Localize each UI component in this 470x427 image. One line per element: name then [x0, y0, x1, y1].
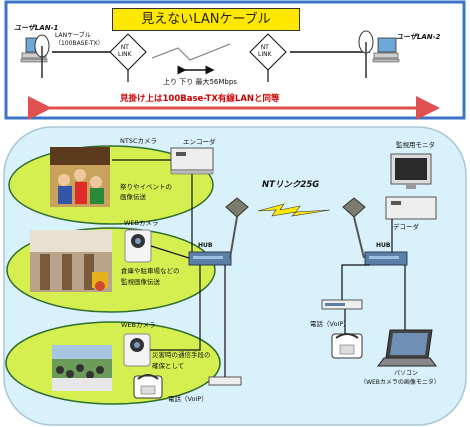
- cable-webcam1-hub: [150, 245, 190, 259]
- encoder-icon: [170, 147, 214, 175]
- event-line1: 祭りやイベントの: [120, 183, 172, 191]
- cable-voip-hub-right: [341, 264, 370, 300]
- header-antenna-left-icon: [34, 34, 50, 78]
- web-camera-1-icon: [124, 229, 152, 263]
- decoder-icon: [385, 196, 437, 220]
- voip-adapter-left-icon: [208, 376, 242, 386]
- event-photo: [50, 147, 110, 207]
- monitor-icon: [390, 153, 432, 189]
- equivalence-note: 見掛け上は100Base-TX有線LANと同等: [120, 94, 280, 104]
- wireless-link-icon: [257, 203, 331, 217]
- lan1-label: ユーザLAN-1: [14, 24, 59, 32]
- event-line2: 画像伝送: [120, 193, 146, 201]
- hub-right-icon: [364, 251, 408, 266]
- nt-link-diamond-b: [249, 33, 287, 82]
- ntsc-camera-label: NTSCカメラ: [120, 137, 157, 145]
- header-antenna-right-icon: [358, 30, 374, 78]
- cable-label-line2: （100BASE-TX）: [55, 40, 104, 47]
- antenna-right-icon: [342, 197, 366, 259]
- cable-webcam2-hub: [150, 265, 201, 351]
- decoder-label: デコーダ: [393, 223, 419, 231]
- hub-left-label: HUB: [198, 242, 213, 249]
- disaster-line1: 災害時の通信手段の: [152, 351, 211, 359]
- disaster-line2: 確保として: [152, 362, 185, 370]
- page-title: 見えないLANケーブル: [112, 8, 300, 31]
- speed-label: 上り 下り 最大56Mbps: [163, 78, 237, 86]
- pc-line1: パソコン: [393, 370, 418, 377]
- nt-link-a-label: NT LINK: [118, 44, 132, 58]
- disaster-ellipse: [5, 321, 221, 405]
- pc-line2: （WEBカメラの画像モニタ）: [360, 379, 440, 386]
- disaster-photo: [52, 345, 112, 391]
- nt-link-label: NTリンク25G: [262, 180, 320, 190]
- warehouse-line1: 倉庫や駐車場などの: [121, 267, 180, 275]
- lan2-label: ユーザLAN-2: [396, 33, 441, 41]
- web-camera-2-icon: [123, 333, 151, 367]
- header-pc-right-icon: [372, 37, 400, 63]
- hub-right-label: HUB: [376, 242, 391, 249]
- web-camera-2-label: WEBカメラ: [121, 321, 156, 329]
- warehouse-line2: 監視画像伝送: [121, 278, 160, 286]
- cable-label-line1: LANケーブル: [55, 32, 91, 39]
- hub-left-icon: [188, 251, 232, 266]
- header-radio-link: [151, 43, 231, 61]
- phone-right-icon: [331, 333, 363, 359]
- phone-left-icon: [133, 374, 163, 399]
- antenna-left-icon: [225, 197, 249, 259]
- web-camera-1-label: WEBカメラ: [124, 219, 159, 227]
- phone-left-label: 電話（VoIP）: [168, 395, 208, 403]
- encoder-label: エンコーダ: [183, 138, 216, 146]
- monitor-label: 監視用モニタ: [396, 141, 435, 149]
- nt-link-b-label: NT LINK: [258, 44, 272, 58]
- warehouse-photo: [30, 230, 112, 292]
- nt-link-diamond-a: [109, 33, 147, 82]
- voip-adapter-right-icon: [321, 299, 363, 310]
- phone-right-label: 電話（VoIP）: [310, 320, 350, 328]
- laptop-icon: [377, 329, 437, 367]
